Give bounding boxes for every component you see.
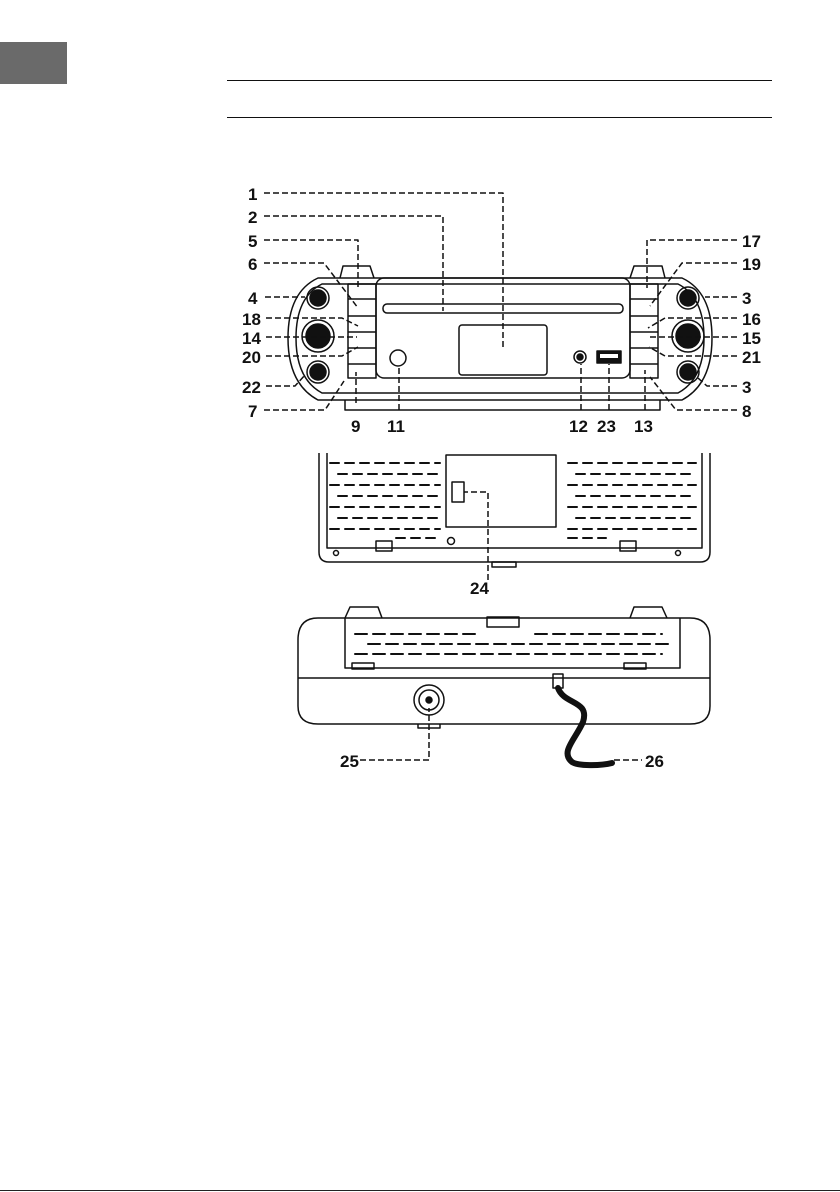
callout-20: 20: [242, 348, 261, 367]
callout-2: 2: [248, 208, 257, 227]
callout-8: 8: [742, 402, 751, 421]
callout-25: 25: [340, 752, 359, 771]
callout-13: 13: [634, 417, 653, 436]
callout-26: 26: [645, 752, 664, 771]
callout-21: 21: [742, 348, 761, 367]
callout-22: 22: [242, 378, 261, 397]
callout-18: 18: [242, 310, 261, 329]
callout-24: 24: [470, 579, 489, 598]
callout-3a: 3: [742, 289, 751, 308]
callout-17: 17: [742, 232, 761, 251]
callout-1: 1: [248, 185, 257, 204]
callout-6: 6: [248, 255, 257, 274]
bottom-view: [319, 453, 710, 567]
callout-5: 5: [248, 232, 257, 251]
callout-23: 23: [597, 417, 616, 436]
callout-12: 12: [569, 417, 588, 436]
rear-view: [298, 607, 710, 765]
callout-4: 4: [248, 289, 258, 308]
callout-14: 14: [242, 329, 261, 348]
callout-16: 16: [742, 310, 761, 329]
callout-11: 11: [387, 417, 405, 436]
callout-numbers: 1 2 5 6 4 18 14 20 22 7 9 11 12 23 13 17…: [242, 185, 761, 771]
callout-15: 15: [742, 329, 761, 348]
callout-9: 9: [351, 417, 360, 436]
callout-3b: 3: [742, 378, 751, 397]
front-view: [288, 266, 712, 410]
callout-19: 19: [742, 255, 761, 274]
callout-7: 7: [248, 402, 257, 421]
